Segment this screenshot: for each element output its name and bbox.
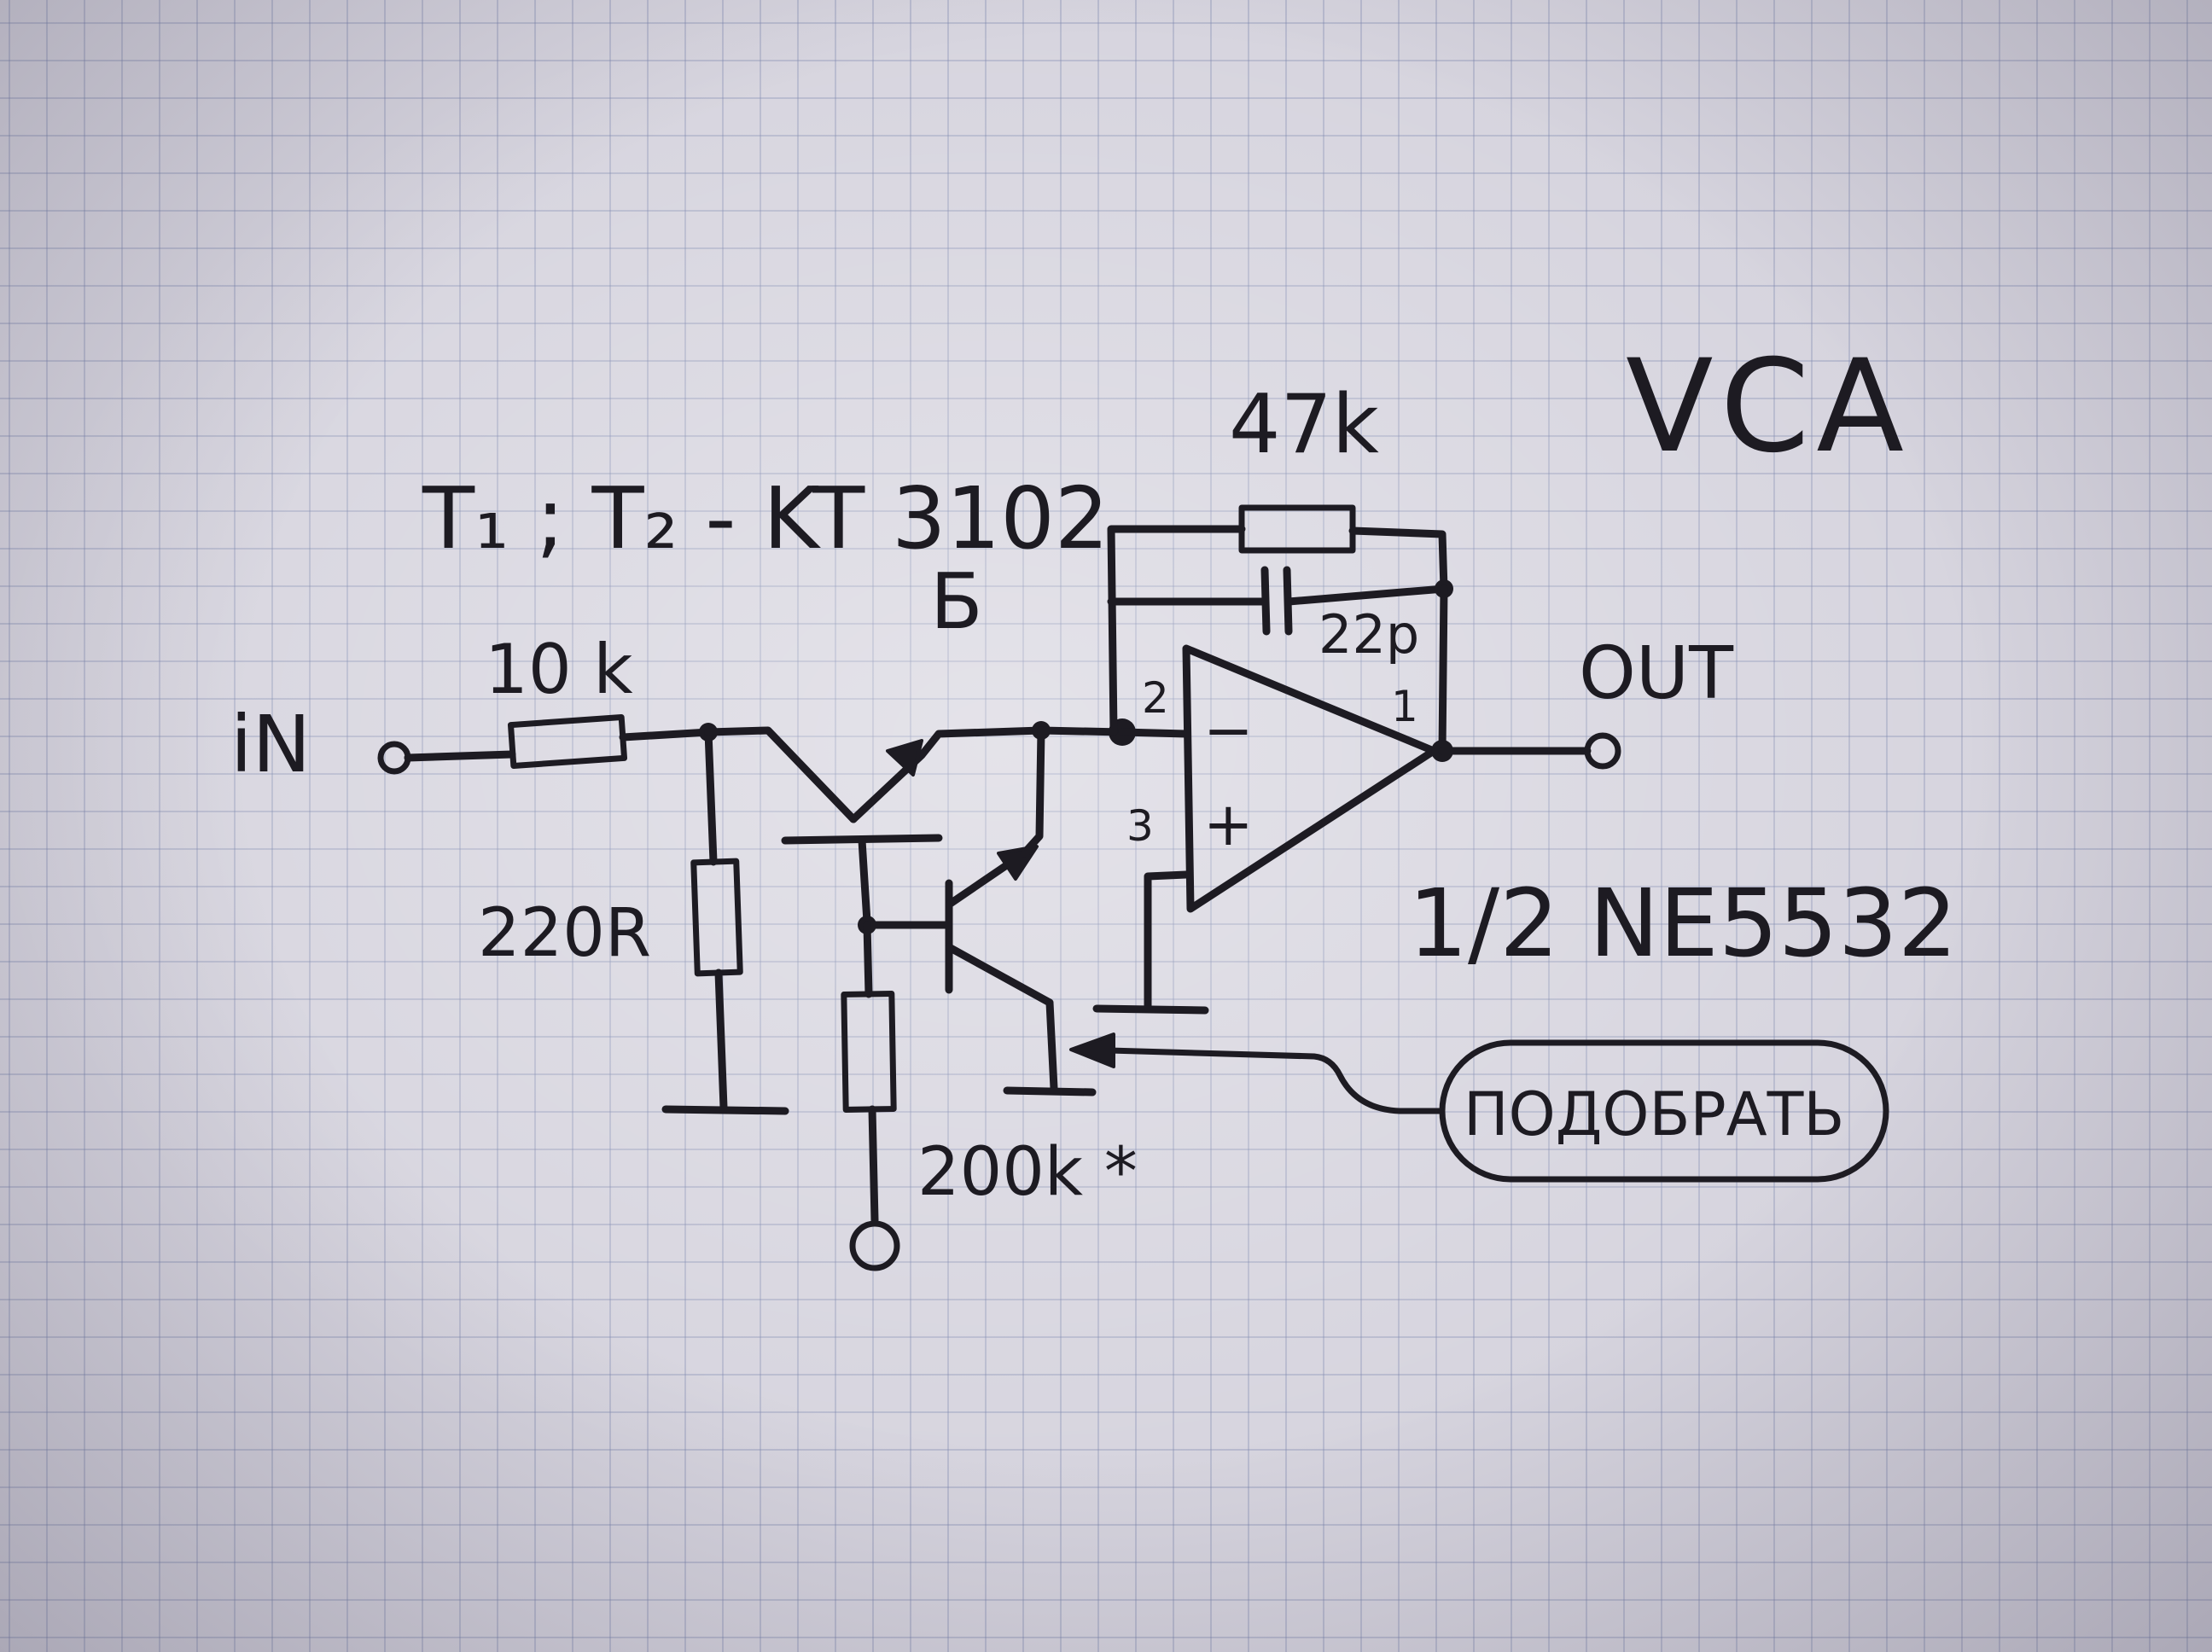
opamp-plus-sign: + bbox=[1203, 789, 1254, 859]
input-label: iN bbox=[230, 699, 311, 790]
callout: ПОДОБРАТЬ bbox=[1069, 1032, 1889, 1183]
output-terminal: OUT bbox=[1579, 631, 1734, 770]
callout-bubble bbox=[1439, 1039, 1889, 1183]
opamp-label: 1/2 NE5532 bbox=[1408, 869, 1958, 978]
transistor-note-line1: T₁ ; T₂ - KT 3102 bbox=[422, 468, 1109, 568]
opamp-minus-sign: − bbox=[1203, 695, 1254, 765]
resistor-47k-label: 47k bbox=[1229, 378, 1379, 472]
capacitor-22p-label: 22p bbox=[1318, 603, 1419, 666]
resistor-10k-label: 10 k bbox=[485, 630, 633, 709]
t2-emitter-arrow-icon bbox=[997, 845, 1039, 881]
opamp-pin-2: 2 bbox=[1142, 673, 1169, 723]
callout-arrow-icon bbox=[1069, 1032, 1115, 1068]
resistor-10k: 10 k bbox=[485, 630, 633, 769]
diagram-title: VCA bbox=[1626, 333, 1911, 481]
resistor-200k: 200k * bbox=[841, 921, 1138, 1271]
control-terminal bbox=[849, 1220, 900, 1271]
input-terminal: iN bbox=[230, 699, 411, 790]
opamp: − + 2 3 1 1/2 NE5532 bbox=[1092, 644, 1958, 1015]
opamp-pin-1: 1 bbox=[1391, 682, 1418, 731]
callout-text: ПОДОБРАТЬ bbox=[1464, 1079, 1844, 1149]
transistor-t1 bbox=[704, 726, 1045, 845]
t1-emitter-arrow-icon bbox=[886, 739, 923, 777]
transistor-note-line2: Б bbox=[930, 557, 983, 647]
resistor-200k-label: 200k * bbox=[917, 1134, 1138, 1211]
resistor-220r-label: 220R bbox=[478, 895, 651, 972]
opamp-pin-3: 3 bbox=[1126, 801, 1154, 851]
output-label: OUT bbox=[1579, 631, 1734, 716]
resistor-47k bbox=[1238, 504, 1356, 554]
resistor-220r: 220R bbox=[478, 728, 789, 1115]
feedback-network: 47k 22p bbox=[1107, 378, 1453, 755]
transistor-t2 bbox=[863, 726, 1097, 1096]
